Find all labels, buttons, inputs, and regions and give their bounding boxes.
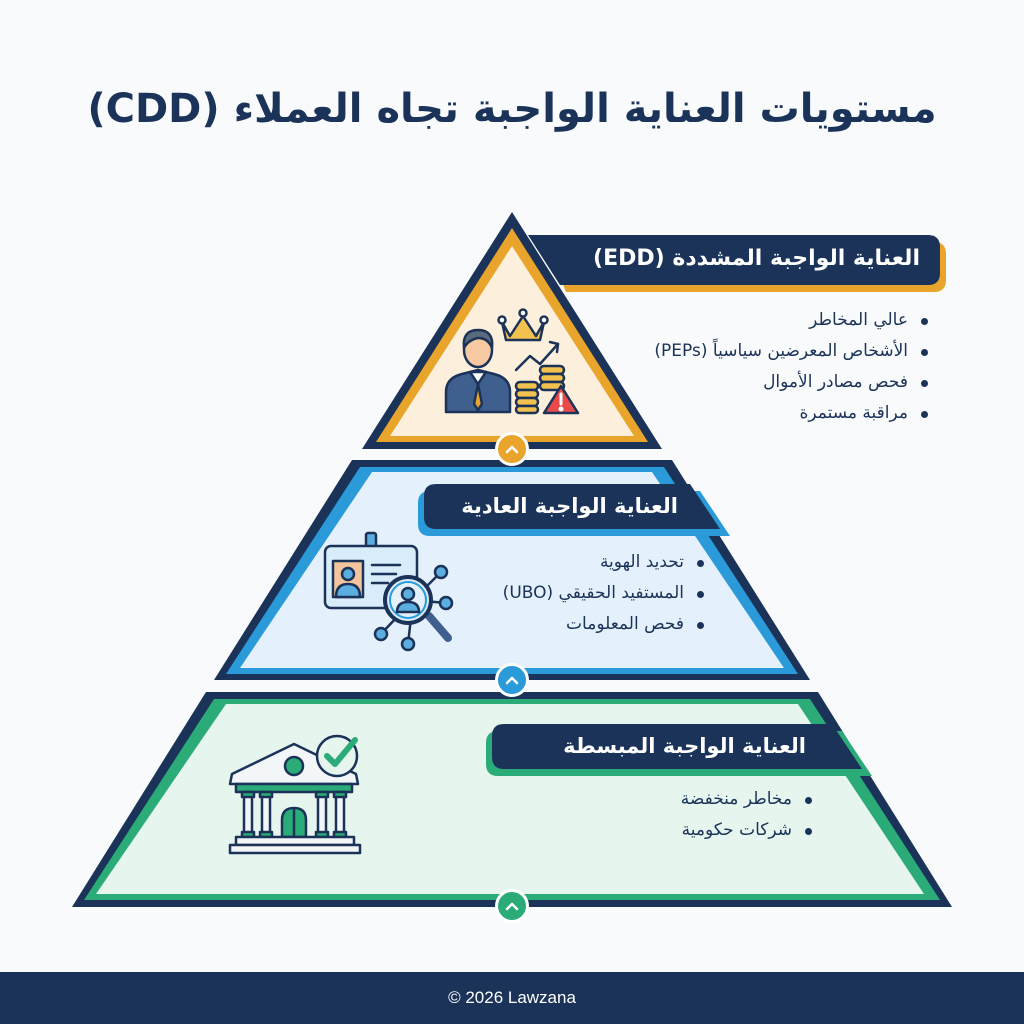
tier-bottom-bullets: مخاطر منخفضة شركات حكومية [681, 784, 814, 846]
tier-middle-label: العناية الواجبة العادية [461, 494, 678, 518]
bullet-item: عالي المخاطر [654, 305, 930, 336]
chevron-up-icon [495, 889, 529, 923]
chevron-up-icon [495, 663, 529, 697]
footer: © 2026 Lawzana [0, 972, 1024, 1024]
copyright-text: © 2026 Lawzana [448, 988, 576, 1007]
tier-bottom-banner [486, 724, 872, 776]
id-card-magnifier-network-icon [323, 531, 454, 652]
bullet-item: مراقبة مستمرة [654, 398, 930, 429]
bullet-item: مخاطر منخفضة [681, 784, 814, 815]
bullet-item: فحص المعلومات [503, 609, 706, 640]
tier-top-label: العناية الواجبة المشددة (EDD) [593, 246, 920, 271]
bullet-item: تحديد الهوية [503, 547, 706, 578]
tier-bottom-label: العناية الواجبة المبسطة [563, 734, 806, 758]
tier-middle-banner [418, 484, 730, 536]
pep-person-crown-coins-warning-icon [444, 308, 580, 415]
bullet-item: فحص مصادر الأموال [654, 367, 930, 398]
chevron-up-icon [495, 432, 529, 466]
bullet-item: شركات حكومية [681, 815, 814, 846]
tier-top-bullets: عالي المخاطر الأشخاص المعرضين سياسياً (P… [654, 305, 930, 429]
tier-middle-bullets: تحديد الهوية المستفيد الحقيقي (UBO) فحص … [503, 547, 706, 640]
tier-top-banner [528, 235, 946, 292]
bullet-item: الأشخاص المعرضين سياسياً (PEPs) [654, 336, 930, 367]
page-title: مستويات العناية الواجبة تجاه العملاء (CD… [87, 86, 937, 132]
bullet-item: المستفيد الحقيقي (UBO) [503, 578, 706, 609]
government-building-check-icon [228, 734, 362, 855]
